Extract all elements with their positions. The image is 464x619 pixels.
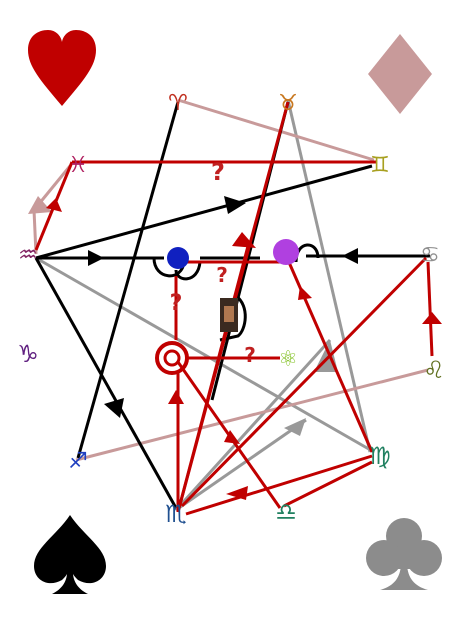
libra-icon: ♎ [275,498,297,526]
taurus-icon: ♉ [278,91,298,116]
sagittarius-icon: ♐ [68,449,88,474]
red-spiral-node-icon [155,341,189,375]
blue-node-icon [167,247,189,269]
capricorn-icon: ♑ [17,340,39,368]
pisces-icon: ♓ [68,153,88,178]
leo-icon: ♌ [423,356,445,384]
question-mark: ? [216,263,228,287]
virgo-icon: ♍ [369,442,391,470]
hearts-suit-icon [28,30,96,106]
diamonds-suit-icon [368,34,432,114]
black-arrowhead-2 [88,250,104,266]
pink-arrowhead [28,196,52,214]
black-hook-right [294,243,320,263]
red-arrowhead-4 [224,430,240,444]
cancer-icon: ♋ [420,243,440,268]
photo-thumbnail [220,298,238,332]
question-mark: ? [170,291,183,316]
gray-arrowhead-2 [284,418,306,436]
aquarius-icon: ♒ [18,243,38,268]
clubs-suit-icon [366,518,442,590]
red-arrowhead-3 [168,390,184,404]
scorpio-icon: ♏ [165,500,187,528]
red-arrowhead-1 [232,232,256,248]
gray-connections [35,99,375,512]
question-mark: ? [244,343,256,367]
atom-icon: ⚛ [278,347,298,372]
aries-icon: ♈ [168,91,188,116]
red-arrowhead-6 [298,286,312,300]
red-arrowhead-2 [46,198,62,212]
red-arrowhead-7 [226,486,248,500]
black-arrowhead-4 [104,398,124,418]
purple-node-icon [273,239,299,265]
gemini-icon: ♊ [370,153,390,178]
black-arrowhead-1 [224,196,246,214]
question-mark: ? [211,158,225,186]
red-arrowhead-5 [422,312,442,324]
black-bracket [219,294,247,342]
black-arrowhead-3 [342,248,358,264]
spades-suit-icon [34,515,106,594]
black-hook-mid [174,261,202,281]
